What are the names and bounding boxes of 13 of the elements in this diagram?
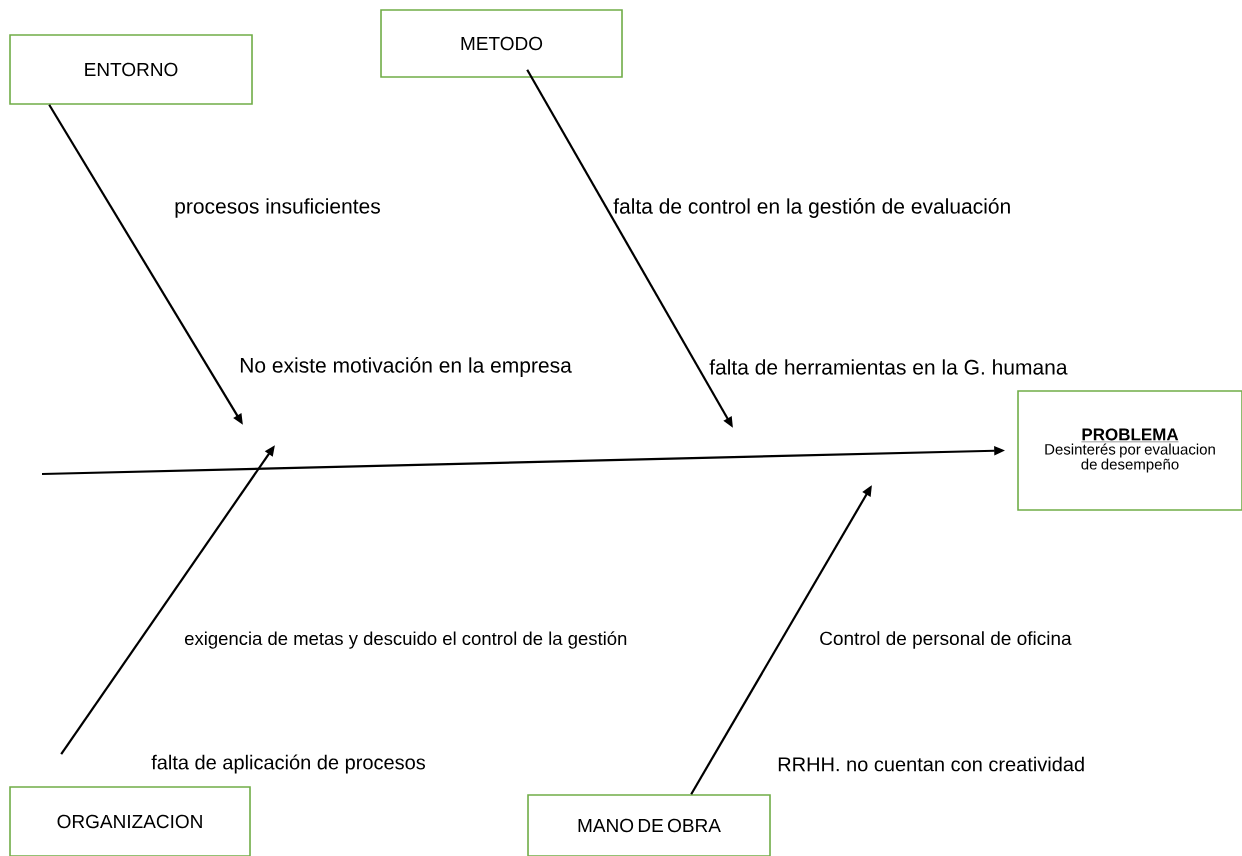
cause-label: falta de control en la gestión de evaluación bbox=[613, 198, 1010, 218]
cause-label: RRHH. no cuentan con creatividad bbox=[778, 756, 1084, 772]
problem-box: PROBLEMA Desinterés por evaluacion de desempeño bbox=[1017, 390, 1242, 511]
category-box: MANO DE OBRA bbox=[527, 794, 771, 856]
cause-label: falta de herramientas en la G. humana bbox=[709, 359, 1068, 375]
category-box: ENTORNO bbox=[9, 34, 253, 105]
cause-label: exigencia de metas y descuido el control de la gestión bbox=[185, 631, 627, 649]
cause-label: falta de aplicación de procesos bbox=[151, 754, 426, 774]
cause-label: procesos insuficientes bbox=[175, 198, 380, 218]
category-box: METODO bbox=[380, 9, 623, 78]
cause-label: Control de personal de oficina bbox=[820, 631, 1072, 649]
cause-label: No existe motivación en la empresa bbox=[240, 357, 572, 377]
category-box: ORGANIZACION bbox=[9, 786, 251, 856]
